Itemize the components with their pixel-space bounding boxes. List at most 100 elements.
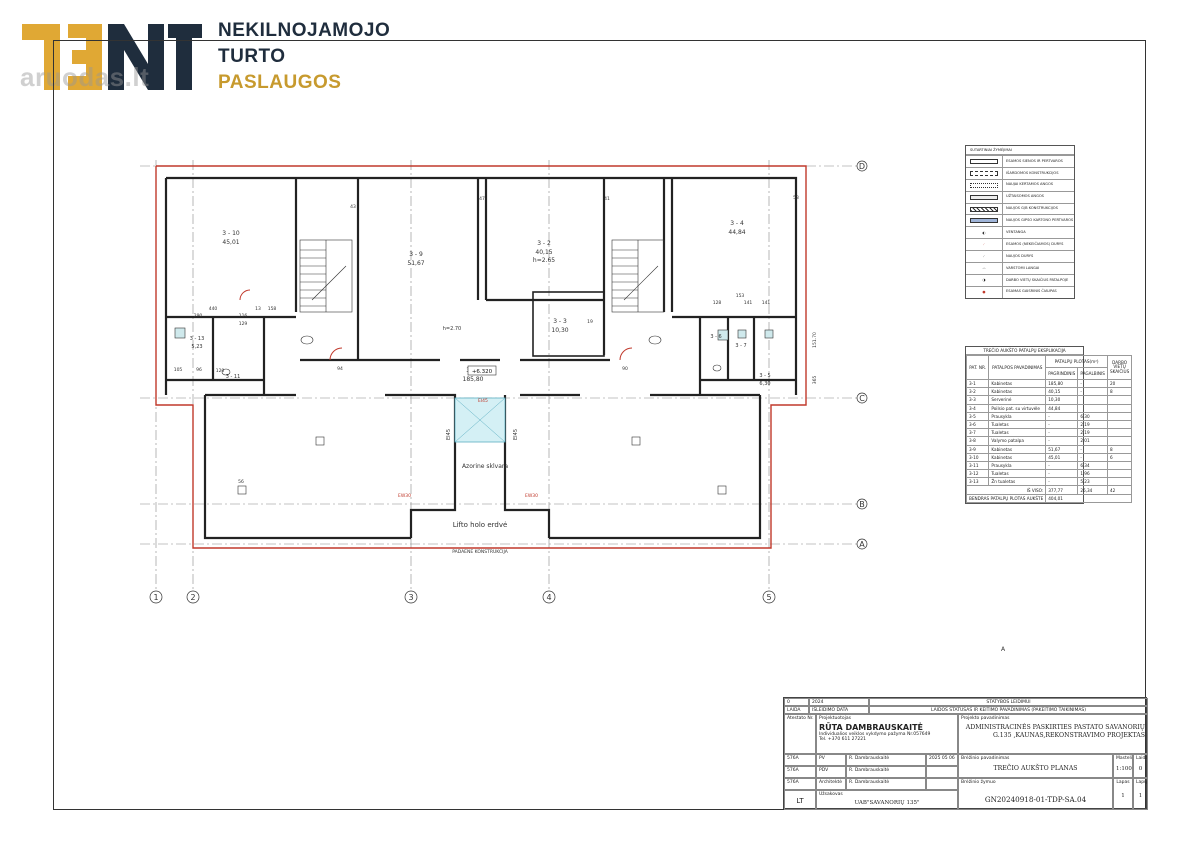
table-cell: 6,30 [1077,411,1108,421]
col-header: DARBO VIETŲ SKAIČIUS [1106,355,1133,380]
table-cell: - [1045,428,1079,438]
table-cell: 2,19 [1077,428,1108,438]
tb-staff-cert: 576A [784,778,816,790]
dim-47: 47 [479,196,485,202]
gross-label: BENDRAS PATALPŲ PLOTAS AUKŠTE [965,493,1047,503]
dim-19: 19 [587,319,593,325]
sanitary-fixtures [174,327,774,376]
dim-56: 56 [238,479,244,485]
ei-wall-label-left: EI45 [446,429,452,440]
new-door-icon: ◜ [966,251,1003,263]
staircase-right [611,239,665,313]
table-cell [1106,436,1133,446]
total-workplaces: 42 [1106,485,1133,495]
col-header: PAT. NR. [965,355,990,380]
fire-door-label-left: EW30 [398,493,411,499]
room-3-10-id: 3 - 10 [222,230,240,237]
tb-sheet: 1 [1121,793,1125,799]
tb-staff-date [926,766,958,778]
window-icon: ⌓ [966,263,1003,274]
tb-country: LT [784,790,816,810]
rooms-table-title: TREČIO AUKŠTO PATALPŲ EKSPLIKACIJA [966,347,1083,355]
tb-drawing: TREČIO AUKŠTO PLANAS [993,765,1078,772]
tb-project: ADMINISTRACINĖS PASKIRTIES PASTATO SAVAN… [965,724,1145,739]
dim-129: 129 [239,321,248,327]
tb-scale-cell: Mastelis 1:100 [1113,754,1133,778]
dim-290: 290 [194,313,203,319]
grid-label-b: B [859,500,865,509]
grid-label-4: 4 [546,593,551,602]
elevator-door-label: Azorine sklvara [462,463,508,470]
table-cell: 8 [1106,387,1133,397]
tb-staff-date: 2025 05 06 [926,754,958,766]
legend-item: ◐VENTANGA [966,226,1074,239]
room-3-2-id: 3 - 2 [537,240,551,247]
table-cell: 2,01 [1077,436,1108,446]
room-3-5-id: 3 - 5 [759,373,770,379]
table-cell: Tualetas [988,469,1047,479]
building-perimeter [155,165,807,549]
room-3-6-id: 3 - 6 [710,334,721,340]
room-3-9-area: 51,67 [407,260,424,267]
tb-client-cell: Užsakovas UAB"SAVANORIŲ 135" [816,790,958,810]
legend-item: ⌓VARSTOMI LANGAI [966,262,1074,274]
ventilation-icons [237,436,727,495]
logo-text-line1: NEKILNOJAMOJO [218,20,391,41]
legend-item: ●ESAMAS GAISRINIS ČIAUPAS [966,285,1074,298]
table-cell: - [1045,460,1079,471]
tb-sheet-cell: Lapas 1 [1113,778,1133,810]
grid-label-c: C [859,394,865,403]
walls [164,176,798,540]
grid-label-a: A [859,540,865,549]
tb-laida2-cell: Laida 0 [1133,754,1148,778]
tb-cert-label: Atestato Nr. [784,714,816,754]
tb-date-label: IŠLEIDIMO DATA [809,706,869,714]
legend-item: NAUJOS GIPSO KARTONO PERTVAROS [966,214,1074,227]
col-header: PAGRINDINIS [1045,367,1079,380]
table-cell: 20 [1106,378,1133,389]
ei-wall-label-right: EI45 [513,429,519,440]
fire-door-label-right: EW30 [525,493,538,499]
dim-41: 41 [604,196,610,202]
grid-label-5: 5 [766,593,771,602]
grid-bubbles [149,160,868,604]
room-3-4-id: 3 - 4 [730,220,744,227]
table-cell: 3-13 [965,477,990,487]
table-cell: Prausykla [988,460,1047,471]
dim-141b: 141 [744,300,753,306]
table-cell: 45,01 [1045,452,1079,462]
tb-designer: RŪTA DAMBRAUSKAITĖ [819,723,924,732]
table-cell: - [1045,419,1079,430]
tb-status: STATYBOS LEIDIMUI [869,698,1148,706]
dim-151-70: 151.70 [812,332,818,348]
table-cell: 3-6 [965,419,990,430]
tb-project-cell: Projekto pavadinimas ADMINISTRACINĖS PAS… [958,714,1148,754]
room-3-2-area: 40,15 [535,249,552,256]
table-cell: 3-12 [965,469,990,479]
table-cell: 51,67 [1045,444,1079,454]
tb-client: UAB"SAVANORIŲ 135" [854,800,920,806]
legend-item: ESAMOS SIENOS IR PERTVAROS [966,155,1074,167]
table-cell: 10,30 [1045,395,1079,405]
table-cell: 6 [1106,452,1133,462]
grid-label-d: D [859,162,865,171]
dim-120: 120 [216,368,225,374]
grid-label-2: 2 [190,593,195,602]
table-cell: Prausykla [988,411,1047,421]
level-mark: +6.320 [472,369,493,375]
dim-141: 141 [762,300,771,306]
legend-item: IŠARDOMOS KONSTRUKCIJOS [966,166,1074,179]
table-cell: 5,23 [1077,477,1108,487]
grid-label-1: 1 [153,593,158,602]
dim-440: 440 [209,306,218,312]
tb-staff-date [926,778,958,790]
tb-scale: 1:100 [1116,766,1132,772]
table-cell: 1,96 [1077,469,1108,479]
table-cell [1106,395,1133,405]
